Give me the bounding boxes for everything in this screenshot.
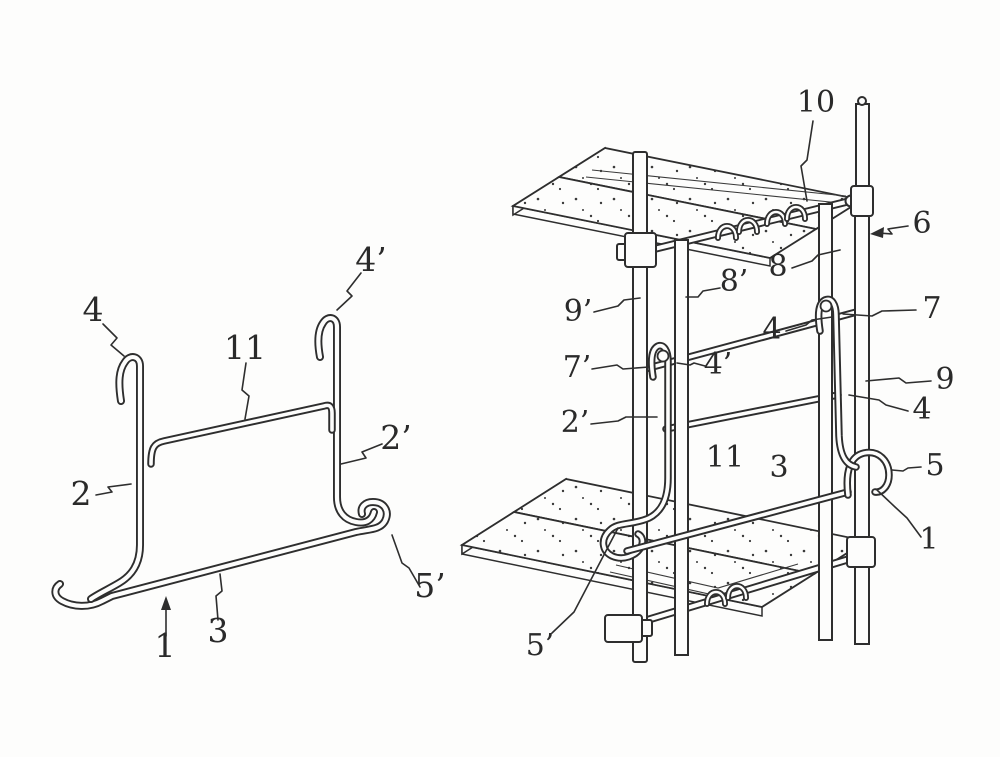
leader-line	[391, 534, 421, 588]
scaffold-post-right-lower	[854, 213, 870, 645]
leader-line	[877, 225, 909, 235]
leader-line	[842, 309, 917, 317]
arrowhead	[870, 227, 884, 238]
plank-hooks	[704, 204, 808, 607]
bracket-right-rod	[314, 314, 378, 527]
ref-label-4p: 4’	[355, 240, 387, 279]
leader-line	[336, 272, 362, 311]
post-top-knob	[857, 96, 867, 106]
ref-label-10: 10	[797, 85, 835, 120]
leader-line	[876, 489, 922, 538]
leader-line	[593, 297, 641, 313]
ref-label-5pr: 5’	[526, 628, 555, 663]
bracket-left-rod	[87, 353, 144, 603]
ref-label-9: 9	[935, 362, 954, 397]
ref-label-2: 2	[71, 474, 92, 513]
leader-line	[676, 362, 706, 367]
ref-label-7: 7	[922, 291, 941, 326]
ref-label-11: 11	[224, 328, 266, 367]
leader-line	[891, 466, 922, 472]
locking-pin-right	[819, 299, 833, 313]
leader-line	[95, 483, 132, 496]
ref-label-2p: 2’	[380, 418, 412, 457]
clamp-upper-left-body	[624, 232, 657, 268]
locking-pin-left	[656, 349, 670, 363]
post-sleeve-joint	[850, 185, 874, 217]
scaffold-post-inner-left	[674, 239, 689, 656]
leader-line	[800, 120, 814, 202]
ref-label-4l: 4	[912, 392, 931, 427]
left-figure-bracket-detail	[51, 314, 391, 610]
leader-line	[785, 316, 833, 332]
scaffold-post-right-upper	[855, 103, 870, 191]
ref-label-8: 8	[768, 249, 787, 284]
ref-label-6: 6	[912, 206, 931, 241]
ref-label-7p: 7’	[563, 350, 592, 385]
ref-label-1r: 1	[919, 522, 938, 557]
ref-label-3r: 3	[769, 450, 788, 485]
reference-labels: 4 4’ 11 2 2’ 5’ 1 3 10 6 8’ 8 9’ 7 4 7’ …	[71, 85, 955, 665]
leader-line	[848, 394, 909, 412]
leader-line	[241, 362, 250, 420]
ref-label-4pr: 4’	[704, 347, 733, 382]
ref-label-4u: 4	[762, 312, 781, 347]
ref-label-9p: 9’	[564, 294, 593, 329]
ref-label-11r: 11	[706, 440, 744, 475]
ref-label-8p: 8’	[720, 264, 749, 299]
leader-lines	[95, 120, 932, 637]
leader-line	[591, 364, 650, 370]
clamp-lower-left-body	[604, 614, 643, 643]
leader-line	[102, 323, 125, 357]
ref-label-5p: 5’	[414, 566, 446, 605]
ref-label-3: 3	[208, 611, 229, 650]
ref-label-1: 1	[155, 626, 176, 665]
clamp-lower-right-body	[846, 536, 876, 568]
installed-bracket	[599, 295, 893, 562]
ref-label-4: 4	[83, 290, 104, 329]
right-figure-scaffold	[459, 96, 893, 663]
leader-line	[551, 527, 619, 634]
ref-label-2pr: 2’	[561, 405, 590, 440]
ref-label-5: 5	[925, 448, 944, 483]
leader-line	[685, 287, 721, 298]
arrowhead	[161, 596, 171, 610]
leader-line	[791, 249, 841, 269]
leader-line	[865, 377, 932, 384]
bracket-cross-rail	[147, 401, 336, 468]
leader-line	[215, 573, 223, 621]
scaffold-post-inner-right	[818, 203, 833, 641]
leader-line	[590, 416, 658, 425]
scaffold-post-left	[632, 151, 648, 663]
leader-line	[340, 443, 383, 465]
